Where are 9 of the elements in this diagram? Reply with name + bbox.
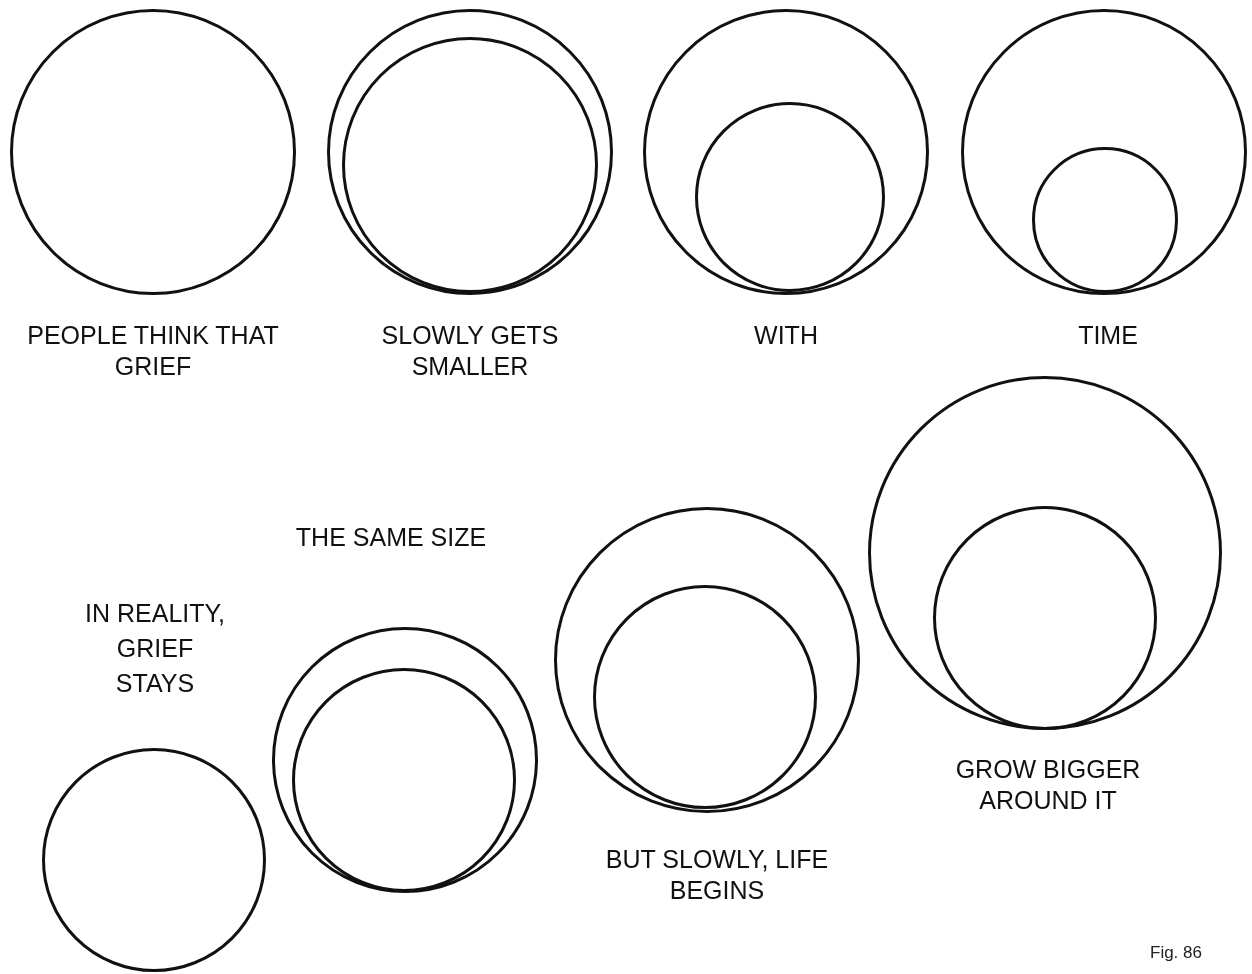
caption-text: TIME — [1077, 320, 1139, 351]
caption-text: SLOWLY GETS SMALLER — [380, 320, 560, 382]
caption-text: GROW BIGGER AROUND IT — [954, 754, 1142, 816]
caption-text: WITH — [753, 320, 819, 351]
caption-text: THE SAME SIZE — [294, 522, 488, 553]
figure-number: Fig. 86 — [1150, 943, 1202, 963]
caption-text: IN REALITY, GRIEF STAYS — [84, 598, 226, 699]
caption-text: BUT SLOWLY, LIFE BEGINS — [604, 844, 830, 906]
caption-text: PEOPLE THINK THAT GRIEF — [26, 320, 280, 382]
